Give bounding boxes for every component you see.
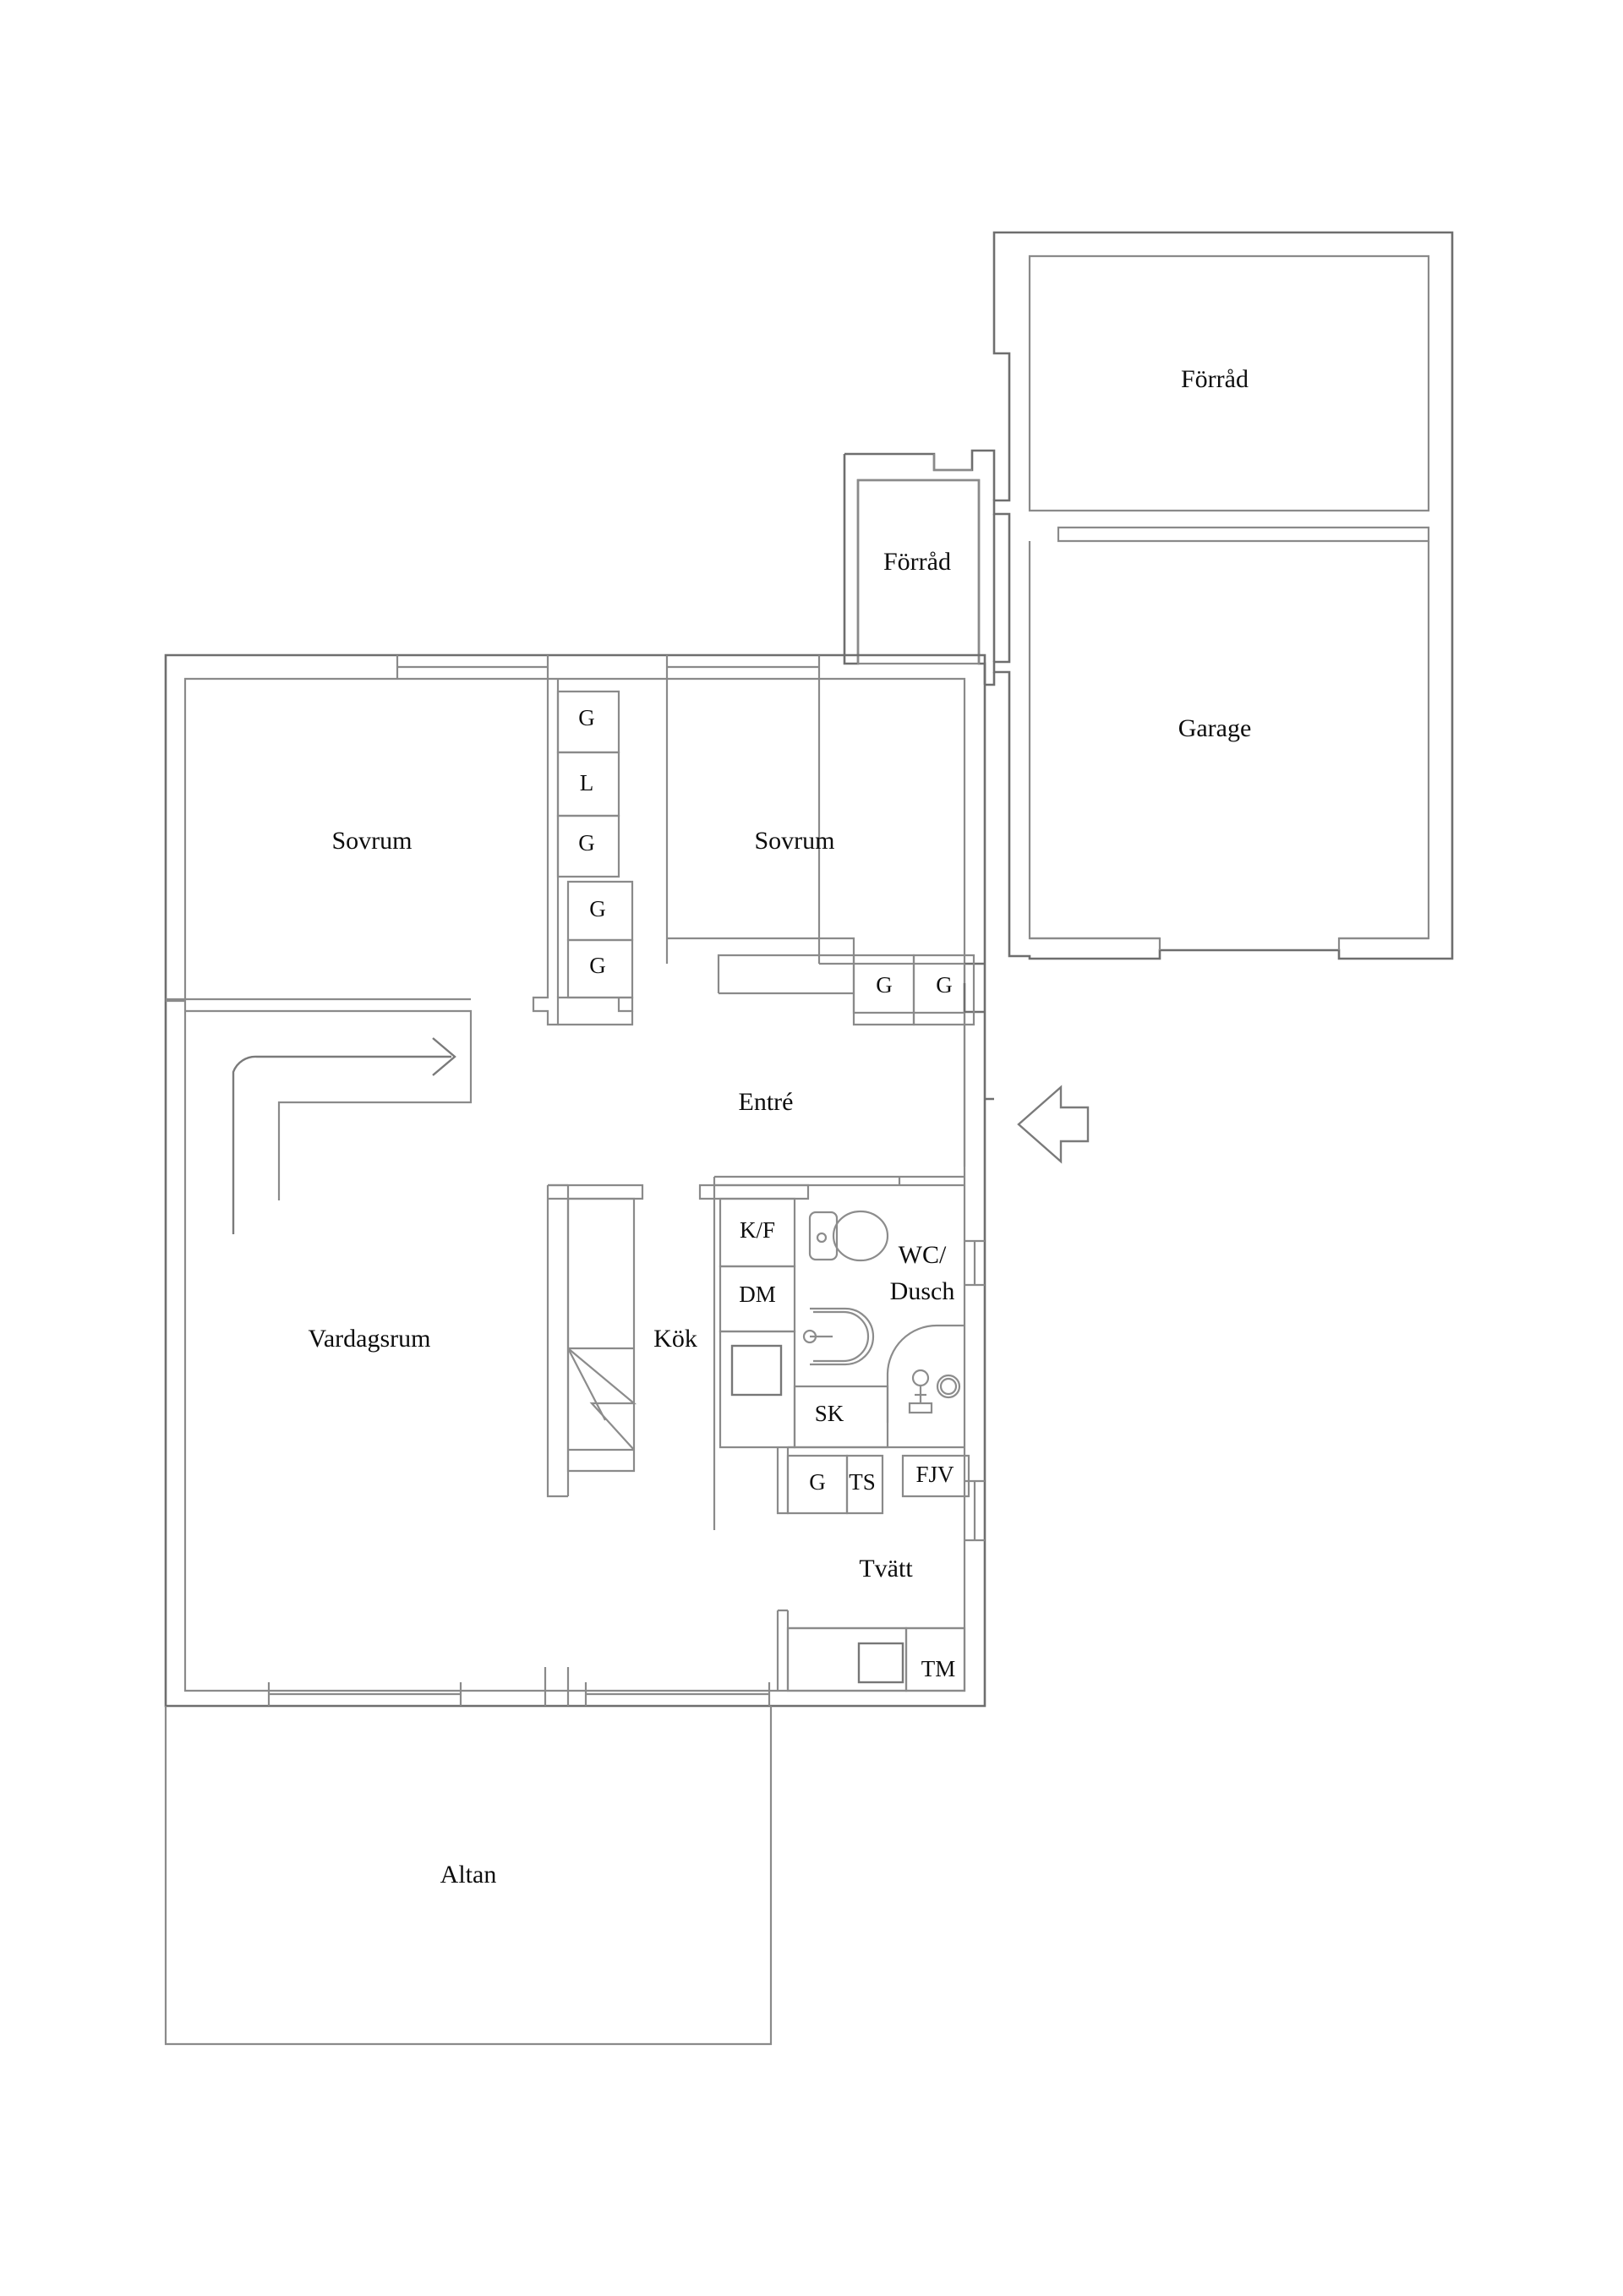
shower-corner-icon bbox=[886, 1324, 965, 1423]
washbasin-icon bbox=[802, 1307, 875, 1366]
floor-drain-icon bbox=[936, 1374, 961, 1399]
window-group-bottom bbox=[267, 1667, 771, 1706]
entrance-direction-arrow bbox=[1017, 1085, 1090, 1164]
unit-label-wardrobe-g-3: G bbox=[589, 896, 606, 921]
room-label-sovrum-right: Sovrum bbox=[754, 827, 834, 855]
unit-label-fridge-freezer: K/F bbox=[740, 1217, 775, 1243]
stair-direction-arrow bbox=[185, 998, 473, 1234]
entry-wardrobes bbox=[717, 954, 975, 1026]
fireplace-icon bbox=[566, 1197, 637, 1473]
altan-outline bbox=[164, 1706, 773, 2046]
garage-block bbox=[992, 231, 1454, 960]
room-labels: Förråd Förråd Garage Sovrum Sovrum Entré… bbox=[309, 365, 1252, 1889]
unit-label-wardrobe-g-7: G bbox=[809, 1469, 826, 1495]
unit-label-district-heat: FJV bbox=[915, 1462, 954, 1487]
unit-label-wardrobe-l-1: L bbox=[580, 770, 594, 795]
small-storage-block bbox=[843, 449, 996, 686]
room-label-forrad-garage: Förråd bbox=[1181, 365, 1249, 393]
window-group-top bbox=[396, 655, 821, 679]
unit-label-wardrobe-g-2: G bbox=[578, 830, 595, 856]
room-label-wc-dusch-line1: WC/ bbox=[899, 1241, 947, 1269]
room-label-sovrum-left: Sovrum bbox=[331, 827, 412, 855]
unit-label-cabinet-sk: SK bbox=[815, 1401, 844, 1426]
unit-label-dishwasher: DM bbox=[739, 1282, 776, 1307]
unit-labels: G L G G G G G K/F DM SK G TS FJV TM bbox=[578, 705, 955, 1681]
unit-label-wardrobe-g-5: G bbox=[876, 972, 893, 998]
unit-label-wardrobe-g-6: G bbox=[936, 972, 953, 998]
unit-label-dryer-ts: TS bbox=[849, 1469, 876, 1495]
kitchen-appliance-column bbox=[698, 1184, 810, 1449]
room-label-entre: Entré bbox=[739, 1088, 794, 1116]
room-label-garage: Garage bbox=[1178, 714, 1252, 742]
window-group-left bbox=[166, 998, 185, 1003]
laundry-fixtures bbox=[786, 1626, 966, 1692]
unit-label-wardrobe-g-4: G bbox=[589, 953, 606, 978]
room-label-vardagsrum: Vardagsrum bbox=[309, 1325, 431, 1353]
room-label-tvatt: Tvätt bbox=[859, 1555, 913, 1583]
room-label-forrad-small: Förråd bbox=[883, 548, 951, 576]
bathroom-fixtures bbox=[793, 1210, 965, 1449]
room-label-altan: Altan bbox=[440, 1861, 497, 1889]
room-label-wc-dusch-line2: Dusch bbox=[890, 1277, 955, 1305]
wardrobe-column bbox=[556, 690, 634, 999]
toilet-icon bbox=[808, 1210, 889, 1262]
window-group-right bbox=[965, 1239, 985, 1542]
unit-label-wardrobe-g-1: G bbox=[578, 705, 595, 730]
utility-row bbox=[786, 1454, 970, 1515]
main-house-outline bbox=[164, 653, 994, 1708]
shower-mixer-icon bbox=[908, 1369, 933, 1414]
room-label-kok: Kök bbox=[653, 1325, 697, 1353]
unit-label-washer-tm: TM bbox=[921, 1656, 956, 1681]
